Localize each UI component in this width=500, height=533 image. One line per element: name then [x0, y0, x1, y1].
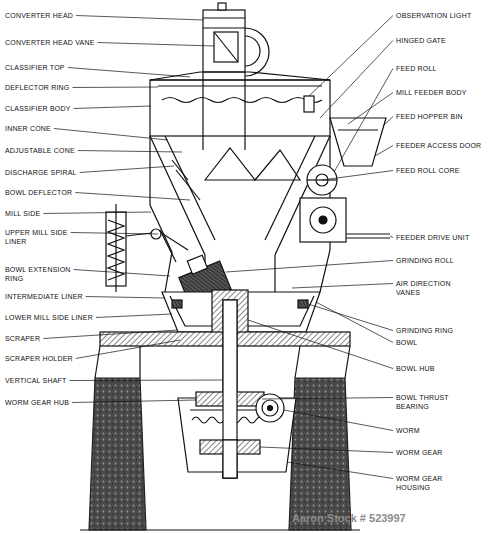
part-label: GRINDING ROLL [396, 256, 454, 265]
part-label: VERTICAL SHAFT [5, 376, 67, 385]
leader-line [322, 171, 393, 181]
leader-line [43, 330, 178, 339]
leader-line [260, 447, 393, 453]
part-label: FEED HOPPER BIN [396, 112, 463, 121]
leader-line [309, 16, 393, 97]
part-label: BOWL EXTENSION RING [5, 265, 73, 283]
part-label: CONVERTER HEAD [5, 11, 73, 20]
part-label: WORM GEAR HOUSING [396, 474, 444, 492]
part-label: INNER CONE [5, 124, 51, 133]
part-label: ADJUSTABLE CONE [5, 146, 75, 155]
leader-line [68, 68, 190, 78]
leader-line [74, 106, 151, 109]
leader-line [80, 166, 174, 173]
leader-line [292, 284, 393, 289]
part-label: BOWL THRUST BEARING [396, 393, 451, 411]
leader-line [284, 410, 393, 431]
leader-line [72, 400, 197, 403]
leader-line [383, 117, 393, 127]
part-label: AIR DIRECTION VANES [396, 279, 458, 297]
part-label: OBSERVATION LIGHT [396, 11, 471, 20]
part-label: BOWL DEFLECTOR [5, 188, 72, 197]
part-label: MILL FEEDER BODY [396, 88, 467, 97]
part-label: CONVERTER HEAD VANE [5, 38, 95, 47]
part-label: DISCHARGE SPIRAL [5, 168, 77, 177]
leader-line [78, 151, 182, 153]
part-label: BOWL [396, 338, 417, 347]
leader-line [390, 236, 393, 238]
leader-line [98, 43, 214, 47]
part-label: UPPER MILL SIDE LINER [5, 228, 75, 246]
part-label: SCRAPER [5, 334, 40, 343]
leader-line [375, 146, 393, 157]
leader-line [54, 129, 168, 141]
leader-line [43, 212, 151, 214]
part-label: FEED ROLL CORE [396, 166, 460, 175]
leader-line [74, 270, 170, 277]
leader-line [316, 302, 393, 343]
leader-line [287, 462, 393, 479]
part-label: BOWL HUB [396, 364, 435, 373]
part-label: WORM GEAR HUB [5, 398, 69, 407]
leader-line [76, 340, 180, 359]
leader-line [76, 16, 203, 21]
leader-line [73, 87, 158, 89]
part-label: FEEDER DRIVE UNIT [396, 233, 469, 242]
leader-line [96, 314, 172, 318]
mill-outline [80, 3, 390, 530]
leader-line [70, 380, 223, 382]
leader-line [308, 304, 393, 331]
watermark: Aaron Stock # 523997 [292, 512, 406, 525]
part-label: FEED ROLL [396, 64, 437, 73]
part-label: SCRAPER HOLDER [5, 354, 73, 363]
leader-line [226, 261, 393, 273]
leader-line [86, 297, 165, 299]
leader-line [348, 93, 393, 125]
part-label: LOWER MILL SIDE LINER [5, 313, 93, 322]
part-label: DEFLECTOR RING [5, 83, 70, 92]
part-label: GRINDING RING [396, 326, 453, 335]
leader-line [262, 398, 393, 400]
leader-line [71, 233, 158, 235]
part-label: WORM GEAR [396, 448, 443, 457]
part-label: HINGED GATE [396, 36, 446, 45]
part-label: CLASSIFIER TOP [5, 63, 65, 72]
leader-line [320, 41, 393, 119]
part-label: FEEDER ACCESS DOOR [396, 141, 481, 150]
part-label: WORM [396, 426, 420, 435]
leader-line [248, 320, 393, 369]
part-label: MILL SIDE [5, 209, 40, 218]
part-label: INTERMEDIATE LINER [5, 292, 83, 301]
leader-line [334, 69, 393, 173]
leader-line [75, 193, 190, 201]
part-label: CLASSIFIER BODY [5, 104, 71, 113]
